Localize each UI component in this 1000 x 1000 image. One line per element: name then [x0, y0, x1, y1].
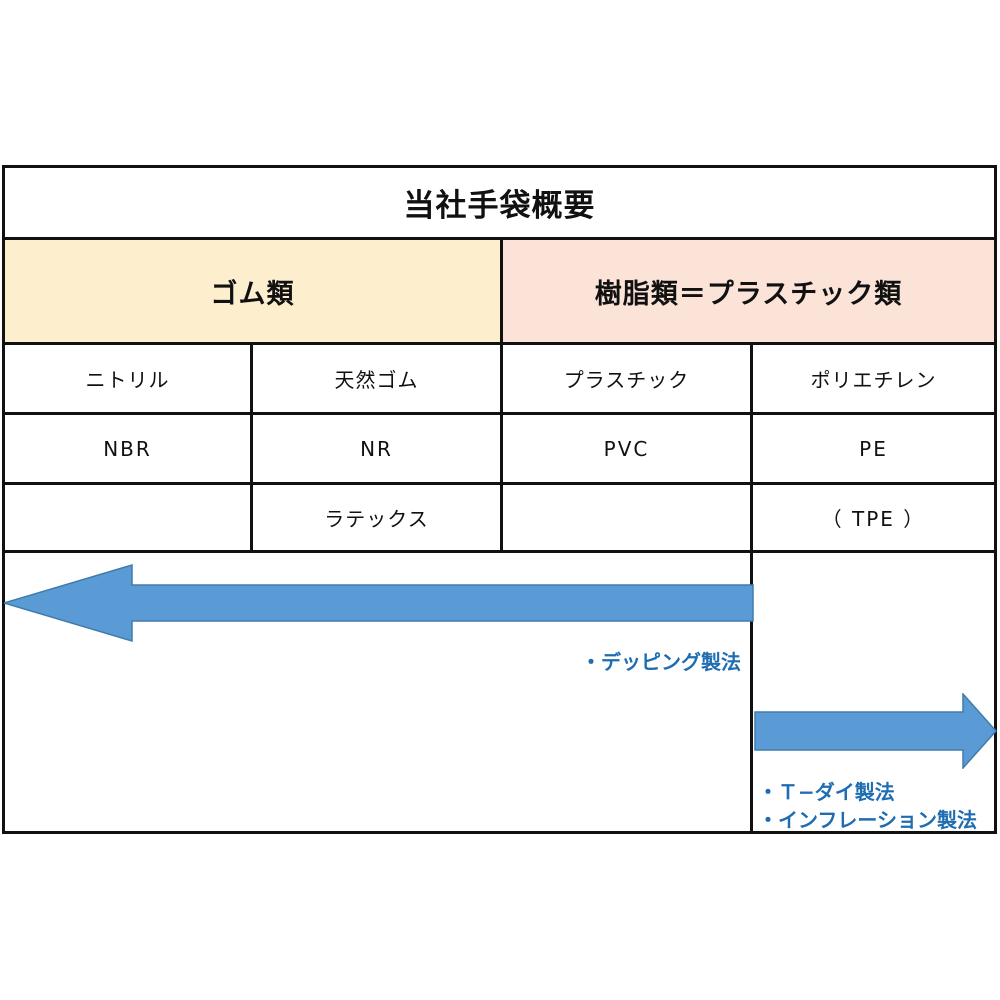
material-name-cell-natural-rubber: 天然ゴム [253, 345, 503, 412]
category-cell-resin: 樹脂類＝プラスチック類 [503, 240, 994, 345]
category-label-rubber: ゴム類 [210, 278, 295, 310]
arrow-left-icon [4, 563, 754, 643]
material-name-nitrile: ニトリル [85, 368, 170, 392]
material-abbr-pe: PE [859, 436, 888, 461]
arrow-right-icon [754, 693, 997, 769]
material-alt-cell-nitrile [5, 485, 253, 550]
material-alt-row: ラテックス （ TPE ） [5, 485, 994, 553]
material-name-cell-plastic: プラスチック [503, 345, 753, 412]
material-abbr-cell-nitrile: NBR [5, 415, 253, 482]
material-name-cell-polyethylene: ポリエチレン [753, 345, 994, 412]
material-abbr-nr: NR [360, 436, 393, 461]
material-abbr-cell-natural-rubber: NR [253, 415, 503, 482]
material-abbr-cell-polyethylene: PE [753, 415, 994, 482]
material-alt-cell-natural-rubber: ラテックス [253, 485, 503, 550]
category-band: ゴム類 樹脂類＝プラスチック類 [5, 240, 994, 345]
material-name-row: ニトリル 天然ゴム プラスチック ポリエチレン [5, 345, 994, 415]
page-title: 当社手袋概要 [403, 188, 596, 224]
material-name-polyethylene: ポリエチレン [810, 368, 937, 392]
material-alt-cell-polyethylene: （ TPE ） [753, 485, 994, 550]
material-abbr-row: NBR NR PVC PE [5, 415, 994, 485]
category-cell-rubber: ゴム類 [5, 240, 503, 345]
process-note-dipping: ・デッピング製法 [581, 650, 741, 674]
material-alt-cell-plastic [503, 485, 753, 550]
glove-overview-diagram: 当社手袋概要 ゴム類 樹脂類＝プラスチック類 ニトリル 天然ゴム プラスチック … [2, 165, 997, 834]
process-panel-resin [753, 553, 994, 831]
material-name-plastic: プラスチック [563, 368, 690, 392]
process-note-inflation: ・インフレーション製法 [758, 808, 977, 832]
material-alt-tpe: （ TPE ） [821, 507, 926, 531]
category-label-resin: 樹脂類＝プラスチック類 [594, 278, 903, 310]
material-name-cell-nitrile: ニトリル [5, 345, 253, 412]
material-abbr-nbr: NBR [103, 436, 152, 461]
material-abbr-pvc: PVC [603, 436, 650, 461]
material-alt-latex: ラテックス [324, 507, 429, 531]
material-abbr-cell-plastic: PVC [503, 415, 753, 482]
material-name-natural-rubber: 天然ゴム [334, 368, 419, 392]
process-note-t-die: ・Ｔ−ダイ製法 [758, 780, 895, 804]
diagram-title-row: 当社手袋概要 [5, 168, 994, 240]
